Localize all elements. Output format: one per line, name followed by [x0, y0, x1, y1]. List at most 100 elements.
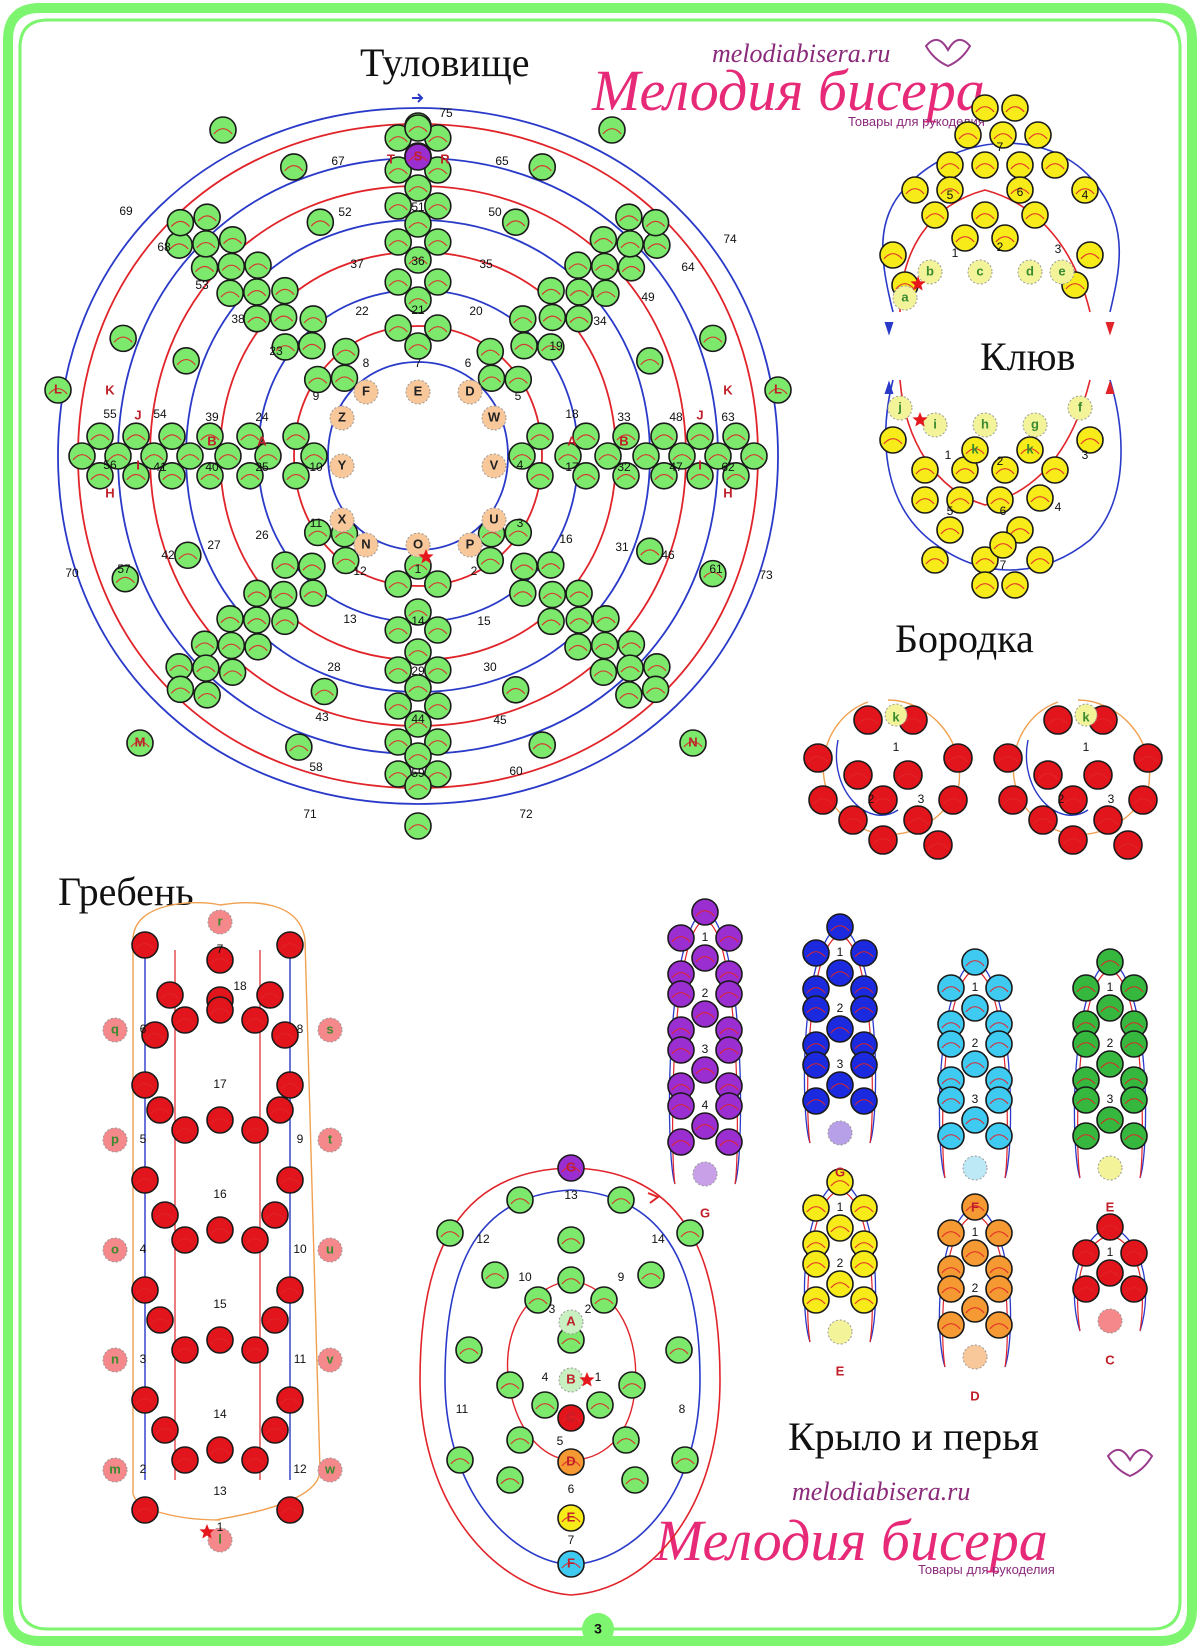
yellow-bead	[1016, 436, 1044, 464]
bead-thread	[975, 213, 995, 220]
red-bead	[206, 1326, 234, 1354]
wing-step-number: 2	[585, 1302, 592, 1316]
bead-thread	[965, 1062, 985, 1069]
red-bead	[171, 1116, 199, 1144]
bead-thread	[135, 1508, 155, 1515]
green-bead	[122, 461, 150, 490]
green-bead	[740, 442, 768, 470]
red-bead	[151, 1416, 179, 1444]
feather-step-number: 1	[1107, 980, 1114, 994]
body-step-number: 45	[493, 713, 507, 727]
bead-thread	[245, 1018, 265, 1025]
feather-bead	[826, 913, 854, 941]
comb-step-number: 3	[140, 1352, 147, 1366]
comb-bead-label: l	[218, 1531, 222, 1546]
bead-thread	[1124, 986, 1144, 993]
body-bead-label: A	[567, 433, 577, 448]
bead-thread	[895, 283, 915, 290]
beak-step-number: 4	[1082, 188, 1089, 202]
bead-thread	[611, 1198, 631, 1205]
bead-thread	[847, 773, 869, 780]
bead-thread	[654, 473, 674, 481]
bead-thread	[90, 473, 110, 481]
bead-thread	[857, 718, 879, 725]
bead-thread	[308, 377, 328, 384]
bead-thread	[428, 280, 448, 287]
bead-thread	[428, 668, 448, 675]
bead-thread	[1124, 1022, 1144, 1029]
yellow-bead	[1024, 121, 1052, 149]
feather-bead	[961, 994, 989, 1022]
green-bead	[190, 630, 219, 659]
feather-bead	[802, 1286, 830, 1314]
body-step-number: 43	[315, 710, 329, 724]
green-bead	[699, 559, 727, 588]
bead-thread	[200, 473, 220, 481]
feather-bead	[715, 980, 743, 1008]
feather-bead	[691, 1112, 719, 1140]
green-bead	[510, 552, 538, 581]
bead-thread	[408, 686, 428, 693]
bead-thread	[807, 756, 829, 763]
red-bead	[838, 805, 868, 835]
beak-marker-bead	[892, 285, 918, 311]
beak-marker-bead	[1017, 259, 1043, 285]
bead-thread	[388, 240, 408, 247]
green-bead	[565, 304, 593, 333]
feather-bead	[802, 939, 830, 967]
body-step-number: 4	[517, 458, 524, 472]
bead-thread	[248, 644, 268, 652]
bead-thread	[170, 220, 190, 227]
green-bead	[557, 1226, 585, 1254]
green-bead	[271, 333, 300, 361]
yellow-bead	[921, 546, 949, 574]
bead-thread	[680, 1231, 700, 1238]
red-bead	[853, 705, 883, 735]
green-bead	[404, 332, 432, 360]
comb-step-number: 7	[217, 942, 224, 956]
bead-thread	[965, 1118, 985, 1125]
logo-brand: Мелодия бисера	[591, 58, 985, 123]
bead-thread	[481, 376, 502, 383]
green-bead	[423, 192, 452, 220]
green-bead	[632, 442, 660, 470]
bead-thread	[1062, 798, 1084, 805]
body-step-number: 34	[593, 314, 607, 328]
green-bead	[111, 564, 140, 593]
bead-thread	[1100, 1062, 1120, 1069]
bead-thread	[512, 454, 532, 461]
green-bead	[594, 442, 622, 470]
peach-marker-bead	[481, 507, 507, 533]
feather-bead	[691, 898, 719, 926]
body-step-number: 7	[415, 356, 422, 370]
beak-thread	[899, 189, 1091, 313]
beak-step-number: 1	[945, 448, 952, 462]
bead-thread	[598, 454, 618, 461]
body-step-number: 37	[350, 257, 364, 271]
body-step-number: 14	[411, 614, 425, 628]
body-step-number: 39	[205, 410, 219, 424]
red-bead	[171, 1226, 199, 1254]
bead-thread	[989, 986, 1009, 993]
bead-thread	[719, 992, 739, 999]
bead-thread	[275, 288, 295, 295]
bead-thread	[975, 106, 995, 113]
pink-marker-bead	[102, 1017, 128, 1043]
logo-brand-bottom: Мелодия бисера	[654, 1508, 1048, 1573]
bead-thread	[595, 264, 615, 271]
bead-thread	[671, 1048, 691, 1055]
bead-thread	[513, 591, 533, 598]
bead-thread	[210, 1118, 230, 1125]
bead-thread	[510, 1438, 530, 1445]
bead-thread	[854, 1298, 874, 1305]
wing-step-number: 8	[679, 1402, 686, 1416]
beak-step-number: 7	[997, 140, 1004, 154]
bead-thread	[180, 454, 200, 461]
yellow-bead	[1071, 176, 1099, 204]
bead-thread	[1076, 1022, 1096, 1029]
bead-thread	[568, 263, 588, 270]
feather-bead	[937, 1086, 965, 1114]
bead-thread	[247, 290, 267, 297]
feather-bead	[1072, 1239, 1100, 1267]
feather-bead	[667, 1036, 695, 1064]
